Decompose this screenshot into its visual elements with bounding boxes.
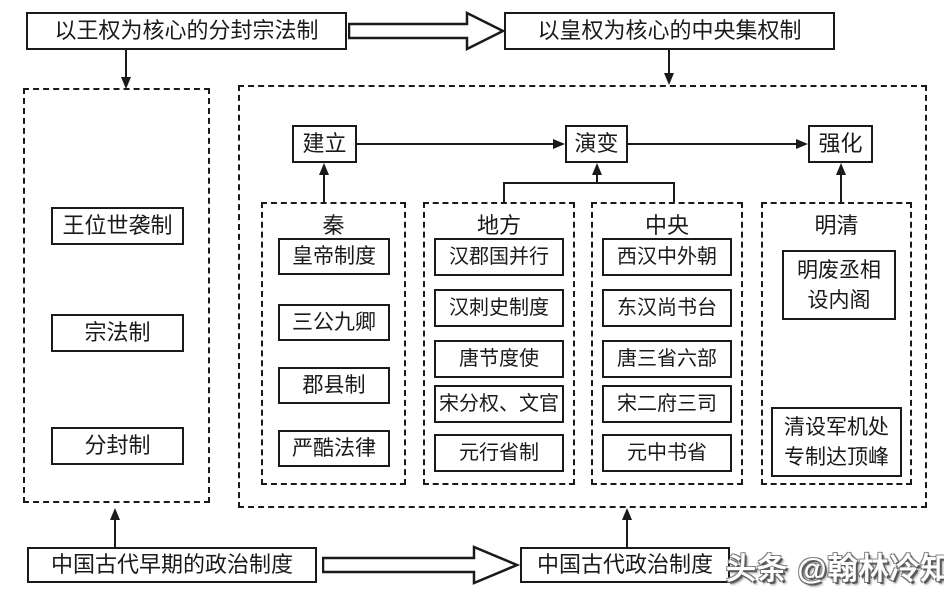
connector-line (628, 143, 798, 145)
node-song-two-administrations-three-offices: 宋二府三司 (602, 385, 732, 423)
column-qin-header: 秦 (322, 213, 345, 238)
arrow-right-icon (553, 139, 565, 149)
arrow-up-icon (110, 508, 120, 520)
node-yuan-central-secretariat: 元中书省 (602, 434, 732, 472)
node-tang-military-governors: 唐节度使 (434, 340, 564, 378)
node-three-lords-nine-ministers: 三公九卿 (278, 304, 390, 341)
arrow-right-icon (796, 139, 808, 149)
connector-line (503, 182, 675, 184)
node-han-inspector-system: 汉刺史制度 (434, 289, 564, 327)
arrow-up-icon (622, 508, 632, 520)
node-hereditary-throne: 王位世袭制 (51, 207, 184, 245)
arrow-down-icon (121, 77, 131, 89)
node-yuan-province-system: 元行省制 (434, 434, 564, 472)
node-early-china-political-systems: 中国古代早期的政治制度 (27, 547, 317, 583)
arrow-up-icon (836, 163, 846, 175)
connector-line (503, 182, 505, 202)
node-centralized-imperial-system: 以皇权为核心的中央集权制 (504, 12, 835, 50)
node-commandery-county-system: 郡县制 (278, 367, 390, 404)
node-ming-abolish-chancellor-cabinet: 明废丞相 设内阁 (782, 250, 896, 320)
node-eastern-han-secretariat: 东汉尚书台 (602, 289, 732, 327)
column-local-header: 地方 (476, 213, 521, 238)
connector-line (125, 50, 127, 78)
arrow-up-icon (319, 163, 329, 175)
node-feudal-patriarchal-system: 以王权为核心的分封宗法制 (26, 12, 347, 50)
connector-line (840, 169, 842, 202)
node-harsh-laws: 严酷法律 (278, 430, 390, 467)
connector-line (323, 169, 325, 202)
connector-line (626, 517, 628, 547)
connector-line (668, 50, 670, 74)
column-central-header: 中央 (644, 213, 689, 238)
column-ming-qing-header: 明清 (814, 213, 859, 238)
node-song-divided-power-civil-officials: 宋分权、文官 (434, 385, 564, 423)
node-china-political-systems: 中国古代政治制度 (520, 547, 730, 583)
node-western-han-inner-outer-court: 西汉中外朝 (602, 238, 732, 276)
node-han-commandery-kingdom: 汉郡国并行 (434, 238, 564, 276)
node-enfeoffment-system: 分封制 (51, 427, 184, 465)
arrow-up-icon (592, 163, 602, 175)
connector-line (357, 143, 555, 145)
node-evolve: 演变 (565, 125, 628, 163)
node-emperor-system: 皇帝制度 (278, 238, 390, 275)
connector-line (596, 169, 598, 183)
watermark: 头条 @翰林冷知识 (726, 553, 944, 586)
node-tang-three-departments-six-ministries: 唐三省六部 (602, 340, 732, 378)
arrow-down-icon (664, 73, 674, 85)
hollow-arrow-right-top-icon (348, 10, 506, 52)
connector-line (114, 517, 116, 547)
connector-line (673, 182, 675, 202)
node-qing-grand-council-peak-autocracy: 清设军机处 专制达顶峰 (771, 407, 902, 477)
hollow-arrow-right-bottom-icon (322, 545, 520, 585)
node-patriarchal-clan-system: 宗法制 (51, 314, 184, 352)
node-establish: 建立 (292, 125, 357, 163)
node-strengthen: 强化 (808, 125, 873, 163)
